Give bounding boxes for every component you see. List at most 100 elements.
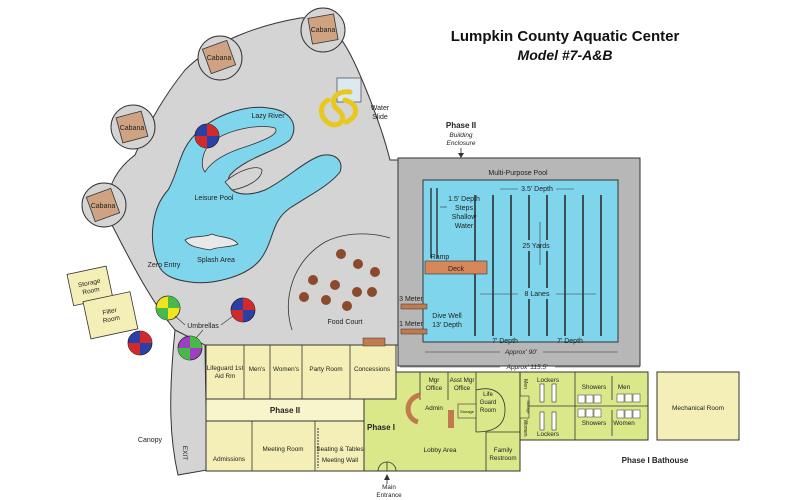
storage-room-label-1: Storage [77,278,101,290]
lifeguard-room-label-1: Life [483,392,493,398]
cabana-4 [85,187,121,223]
asst-mgr-label-2: Office [454,385,471,392]
splash-area-label: Splash Area [197,257,235,264]
phase2-enclosure-line2: Enclosure [447,140,476,147]
womens-room-label: Women's [273,366,299,373]
mgr-office-label-1: Mgr [429,377,440,384]
steps-label-2: Steps [455,205,473,212]
slide-flume-2 [342,97,359,125]
food-court-divider [287,233,391,331]
deck-platform [424,260,488,275]
meter1-label: 1 Meter [399,321,423,328]
splash-area-feature [184,233,239,251]
showers-men-label: Showers [582,384,607,391]
multi-purpose-pool [422,179,619,343]
umbrella-4 [127,330,153,356]
cabanas: Cabana Cabana Cabana Cabana [85,13,339,223]
lockers-women-label: Lockers [537,431,559,438]
main-entrance-label-2: Entrance [376,492,402,499]
depth-35-label: 3.5' Depth [521,186,553,193]
lifeguard-counter [448,410,454,428]
cabana-label-3: Cabana [120,125,145,132]
showers-women-label: Showers [582,420,607,427]
leisure-pool-label: Leisure Pool [195,195,234,202]
mechanical-room [656,371,740,441]
depth7-label-right: 7' Depth [557,338,583,345]
umbrellas-leader-1 [174,315,186,326]
lanes-label-bg [519,288,555,299]
seating-label: Seating & Tables [316,446,363,453]
umbrella-2 [155,295,181,321]
enclosure-arrowhead [458,153,464,158]
toilet-fixtures [616,393,641,419]
steps-label-1: 1.5' Depth [448,196,480,203]
family-restroom-label-1: Family [494,447,513,454]
exit-label: EXIT [181,446,188,460]
dive-well-label-1: Dive Well [432,313,462,320]
phase1-building-label: Phase I [367,423,395,432]
umbrellas [127,123,256,361]
meter3-label: 3 Meter [399,296,423,303]
approx-115-label: Approx' 115.5' [506,364,548,371]
lazy-river-island [201,126,277,173]
concessions-label: Concessions [354,366,390,373]
concessions-counter [362,337,386,347]
mgr-office-label-2: Office [426,385,443,392]
bathhouse-dividers [529,372,648,440]
meeting-wall-label: Meeting Wall [322,457,358,464]
filter-room [82,291,139,340]
water-slide-label-1: Water [371,105,390,112]
canopy-walkway [170,329,208,476]
bathhouse-women-vertical: Women [522,419,528,436]
ramp-label: Ramp [431,254,450,261]
storage-small-room [457,403,477,419]
storage-room-label-2: Room [82,286,100,296]
splash-island [224,167,263,191]
outdoor-deck [107,17,399,350]
plan-title: Lumpkin County Aquatic Center [450,28,680,45]
bathhouse-storage-block [519,395,530,419]
asst-mgr-label-1: Asst Mgr [450,377,475,384]
cabana-2 [201,39,237,75]
depth7-label-left: 7' Depth [492,338,518,345]
party-room-label: Party Room [309,366,342,373]
family-restroom-label-2: Restroom [489,455,516,462]
umbrella-1 [194,123,220,149]
main-entrance-label-1: Main [382,484,396,491]
umbrellas-leader-2 [220,315,234,326]
lifeguard-aid-label-1: Lifeguard 1st [207,365,244,372]
phase2-enclosure-title: Phase II [446,121,476,130]
umbrella-3 [230,297,256,323]
plan-subtitle: Model #7-A&B [517,47,613,63]
storage-room-small-label: Storage [460,409,475,414]
pool-name-label: Multi-Purpose Pool [488,170,548,177]
men-label: Men [618,384,631,391]
cabana-label-2: Cabana [207,55,232,62]
umbrella-5 [177,335,203,361]
water-slide [319,77,362,128]
cabana-1 [307,13,339,45]
lanes-label: 8 Lanes [525,291,550,298]
filter-room-label-1: Filter [102,307,118,317]
entrance-arrow [384,474,390,480]
mechanical-room-label: Mechanical Room [672,405,724,412]
water-slide-label-2: Slide [372,114,388,121]
locker-benches [539,383,557,431]
steps-label-4: Water [455,223,474,230]
approx-90-label: Approx' 90' [504,349,538,356]
plan-title-block: Lumpkin County Aquatic Center Model #7-A… [445,28,685,63]
umbrellas-leader-3 [195,329,204,339]
umbrellas-label: Umbrellas [187,323,219,330]
lockers-men-label: Lockers [537,377,559,384]
entrance-doors [377,461,397,472]
cabana-3 [115,110,149,144]
bathhouse-storage-label: Storage [526,400,530,413]
phase2-enclosure-line1: Building [449,132,473,139]
board-3m [400,303,428,310]
admissions-label: Admissions [213,456,245,463]
yards-label-bg [517,240,555,251]
canopy-label: Canopy [138,437,163,444]
zero-entry-label: Zero Entry [148,262,181,269]
admin-counter [405,392,421,425]
